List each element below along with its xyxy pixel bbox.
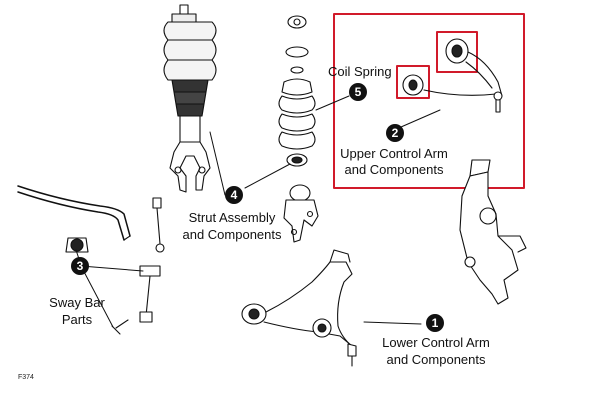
callout-badge-coil-spring: 5 bbox=[349, 83, 367, 101]
coil-spring-label: Coil Spring bbox=[328, 64, 392, 79]
sway-bar-drawing bbox=[17, 185, 165, 335]
upper-control-arm-label-line1: Upper Control Arm bbox=[340, 146, 448, 161]
air-strut-drawing bbox=[163, 4, 217, 193]
upper-control-arm-drawing bbox=[333, 13, 525, 189]
lower-control-arm-drawing bbox=[241, 249, 357, 367]
figure-code: F374 bbox=[18, 374, 34, 381]
strut-assembly-label-line2: and Components bbox=[182, 227, 282, 242]
steering-knuckle-drawing bbox=[459, 159, 527, 305]
upper-control-arm-label-line2: and Components bbox=[344, 162, 444, 177]
bushing-drawing bbox=[65, 237, 89, 253]
leader-lines bbox=[75, 95, 441, 328]
knuckle-bracket-drawing bbox=[283, 184, 319, 243]
strut-assembly-label-line1: Strut Assembly bbox=[188, 210, 276, 225]
callout-badge-upper-control-arm: 2 bbox=[386, 124, 404, 142]
callout-badge-sway-bar: 3 bbox=[71, 257, 89, 275]
coil-spring-drawing bbox=[278, 15, 316, 167]
sway-bar-label-line1: Sway Bar bbox=[49, 295, 105, 310]
sway-bar-label-line2: Parts bbox=[61, 312, 93, 327]
callout-badge-strut-assembly: 4 bbox=[225, 186, 243, 204]
lower-control-arm-label-line2: and Components bbox=[386, 352, 486, 367]
callout-badge-lower-control-arm: 1 bbox=[426, 314, 444, 332]
lower-control-arm-label-line1: Lower Control Arm bbox=[382, 335, 490, 350]
